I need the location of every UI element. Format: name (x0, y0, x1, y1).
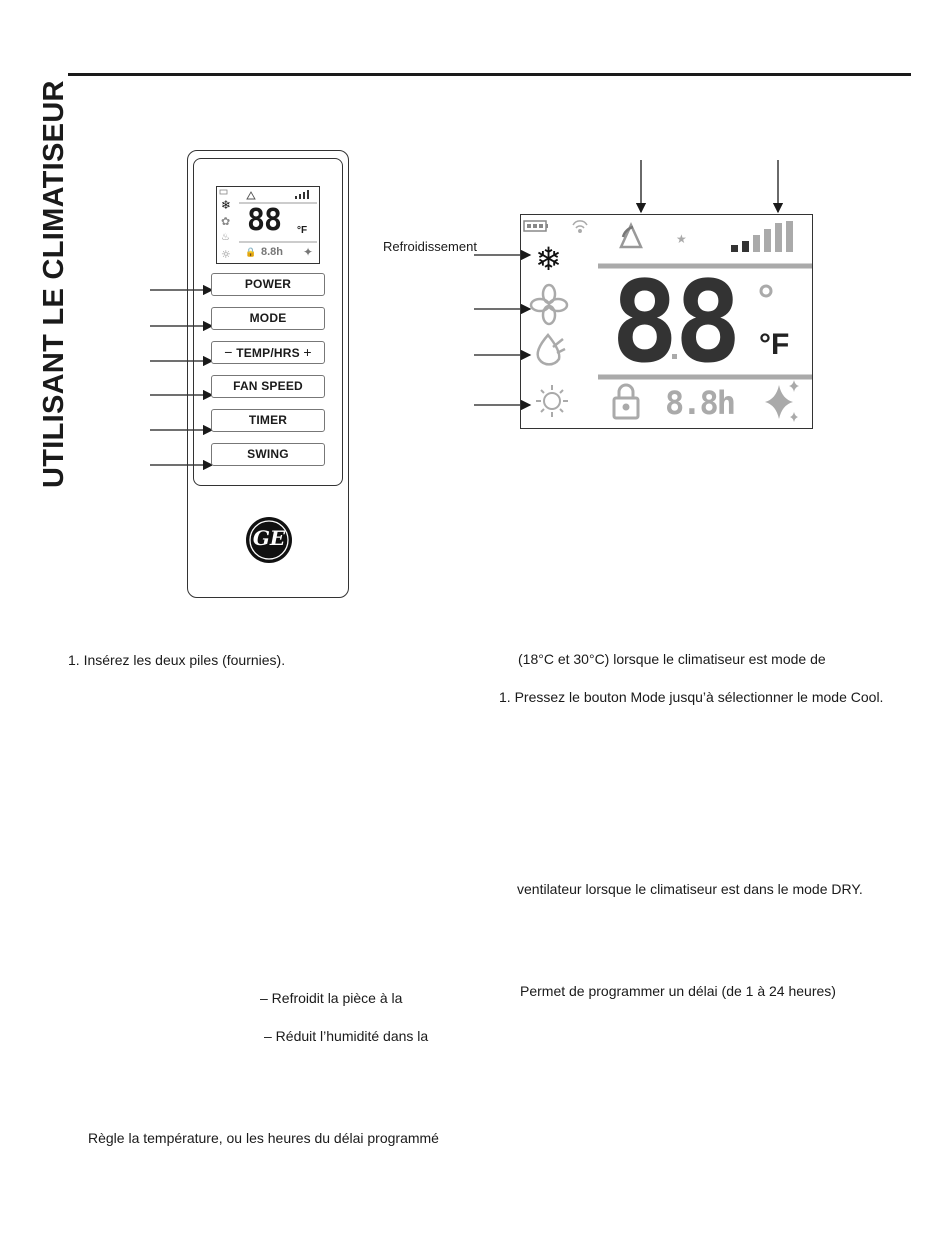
fan-dry-text: ventilateur lorsque le climatiseur est d… (517, 881, 863, 897)
fan-icon (529, 283, 569, 326)
dry-icon (536, 333, 566, 366)
reduces-humidity-text: – Réduit l’humidité dans la (264, 1028, 429, 1044)
fan-level-icon (731, 221, 793, 252)
sleep-icon: ★ (676, 225, 705, 249)
mini-sparkle-icon: ✦ (303, 245, 314, 259)
fan-speed-button[interactable]: FAN SPEED (211, 375, 325, 398)
mini-display-digits: 88 (247, 203, 282, 238)
signal-icon (572, 220, 588, 233)
mode-button[interactable]: MODE (211, 307, 325, 330)
mini-display-unit: °F (297, 225, 308, 236)
snowflake-icon: ❄ (535, 240, 562, 278)
battery-icon (523, 220, 548, 232)
cools-room-text: – Refroidit la pièce à la (260, 990, 403, 1006)
timer-delay-text: Permet de programmer un délai (de 1 à 24… (520, 983, 836, 999)
svg-text:★: ★ (676, 232, 687, 246)
timer-button[interactable]: TIMER (211, 409, 325, 432)
remote-panel (193, 158, 343, 486)
step-press-mode: 1. Pressez le bouton Mode jusqu’à sélect… (499, 689, 884, 705)
sun-icon (536, 385, 568, 417)
sparkle-icon (765, 380, 799, 422)
display-panel: ★ ❄ (520, 214, 813, 429)
power-button[interactable]: POWER (211, 273, 325, 296)
temp-range-text: (18°C et 30°C) lorsque le climatiseur es… (518, 651, 826, 667)
minus-icon: − (224, 344, 233, 360)
swing-icon (619, 221, 643, 249)
display-timer: 8.8h (665, 384, 736, 422)
display-unit: °F (759, 328, 790, 361)
temp-hrs-button[interactable]: − TEMP/HRS + (211, 341, 325, 364)
swing-button[interactable]: SWING (211, 443, 325, 466)
svg-text:❄: ❄ (221, 198, 231, 212)
ge-logo: GE (245, 516, 293, 564)
svg-text:✿: ✿ (221, 215, 230, 228)
display-digits: 88 (611, 258, 742, 388)
svg-text:♨: ♨ (221, 232, 230, 243)
mini-lock-icon: 🔒 (245, 247, 257, 257)
lock-icon (612, 383, 640, 420)
sets-temp-text: Règle la température, ou les heures du d… (88, 1130, 439, 1146)
remote-mini-display: ❄ ✿ ♨ ☼ 88 °F 🔒 8.8h ✦ (216, 186, 320, 264)
mini-display-timer: 8.8h (261, 246, 284, 258)
svg-text:☼: ☼ (221, 248, 231, 261)
remote-control (187, 150, 349, 598)
plus-icon: + (303, 344, 312, 360)
step-insert-batteries: 1. Insérez les deux piles (fournies). (68, 652, 286, 668)
cooling-label: Refroidissement (383, 239, 477, 254)
header-rule (68, 73, 911, 76)
